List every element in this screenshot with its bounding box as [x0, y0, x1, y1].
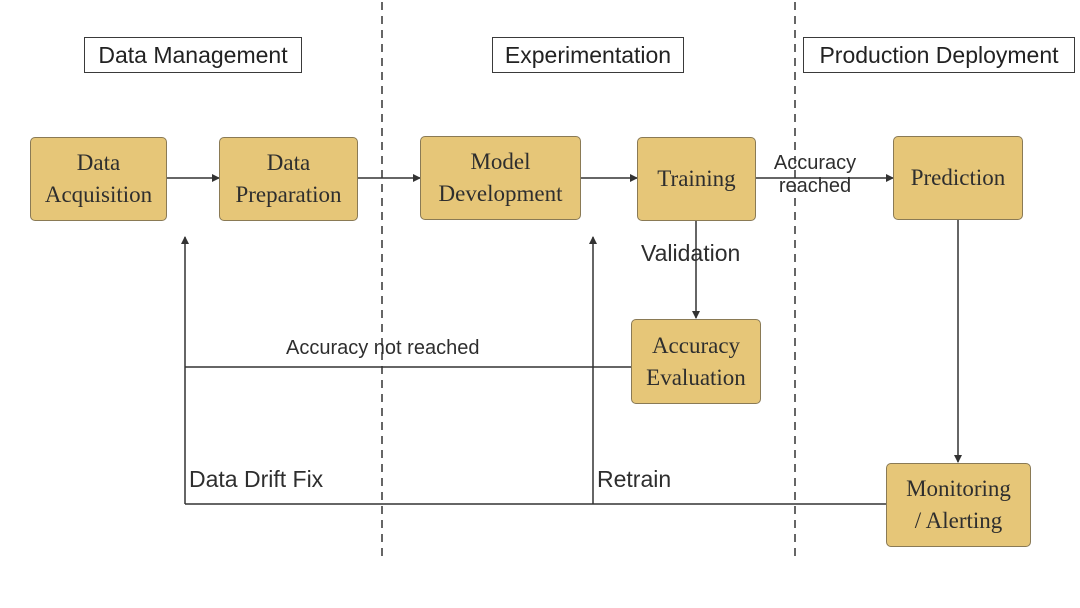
- node-training[interactable]: Training: [637, 137, 756, 221]
- label-retrain: Retrain: [597, 466, 672, 492]
- section-title-data-management: Data Management: [84, 37, 302, 73]
- label-accuracy-reached: Accuracy reached: [773, 152, 857, 197]
- node-data-acquisition[interactable]: Data Acquisition: [30, 137, 167, 221]
- node-accuracy-evaluation[interactable]: Accuracy Evaluation: [631, 319, 761, 404]
- label-data-drift-fix: Data Drift Fix: [189, 466, 324, 492]
- section-title-production-deployment: Production Deployment: [803, 37, 1075, 73]
- node-model-development[interactable]: Model Development: [420, 136, 581, 220]
- node-monitoring-alerting[interactable]: Monitoring / Alerting: [886, 463, 1031, 547]
- node-data-preparation[interactable]: Data Preparation: [219, 137, 358, 221]
- label-accuracy-not-reached: Accuracy not reached: [286, 337, 480, 359]
- section-title-experimentation: Experimentation: [492, 37, 684, 73]
- node-prediction[interactable]: Prediction: [893, 136, 1023, 220]
- label-validation: Validation: [641, 240, 741, 266]
